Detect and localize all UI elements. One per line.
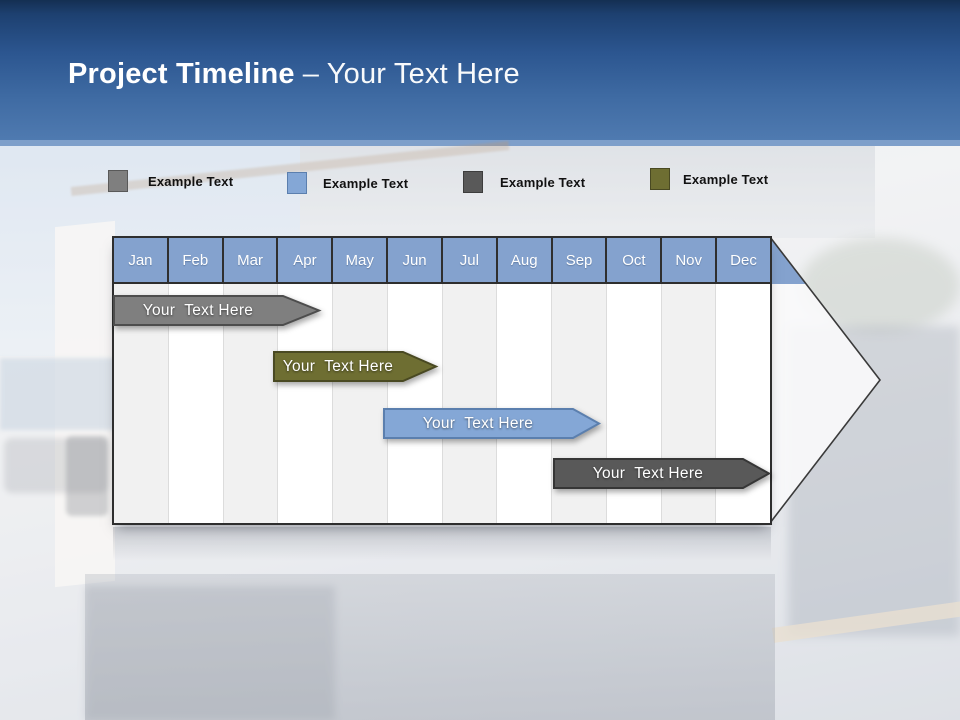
month-cell-jan: Jan	[128, 251, 153, 269]
stripe	[496, 284, 551, 523]
legend-swatch-blue	[287, 172, 307, 194]
gantt-bar-2[interactable]: Your Text Here	[273, 351, 439, 382]
month-cell-jul: Jul	[440, 238, 496, 282]
photo-sea-horizon	[0, 358, 116, 430]
title-band	[0, 0, 960, 140]
photo-terrace-table	[4, 438, 108, 493]
month-cell-feb: Feb	[166, 238, 222, 282]
legend-label[interactable]: Example Text	[323, 175, 409, 191]
legend-item-3: Example Text	[463, 171, 585, 193]
legend-item-2: Example Text	[287, 172, 408, 194]
month-cell-nov: Nov	[660, 238, 715, 282]
title-band-edge	[0, 140, 960, 146]
page-title[interactable]: Project Timeline– Your Text Here	[68, 58, 928, 91]
legend-item-4: Example Text	[650, 168, 768, 190]
gantt-bar-label[interactable]: Your Text Here	[592, 465, 704, 482]
gantt-bar-label[interactable]: Your Text Here	[422, 415, 534, 432]
month-cell-aug: Aug	[495, 238, 551, 282]
photo-pool-reflection	[85, 574, 775, 720]
month-cell-dec: Dec	[715, 238, 770, 282]
photo-pool-dark	[85, 586, 335, 720]
gantt-bar-label[interactable]: Your Text Here	[282, 358, 394, 375]
gantt-bar-label[interactable]: Your Text Here	[142, 302, 254, 319]
legend-label[interactable]: Example Text	[683, 171, 769, 187]
legend-label[interactable]: Example Text	[500, 174, 586, 190]
gantt-bar-1[interactable]: Your Text Here	[113, 295, 322, 326]
stripe	[332, 284, 387, 523]
month-cell-apr: Apr	[276, 238, 331, 282]
month-cell-sep: Sep	[550, 238, 606, 282]
month-header-row: Jan Feb Mar Apr May Jun Jul Aug Sep Oct …	[114, 238, 770, 284]
stripe	[386, 284, 442, 523]
gantt-bar-4[interactable]: Your Text Here	[553, 458, 772, 489]
title-placeholder-text[interactable]: – Your Text Here	[302, 58, 520, 90]
table-reflection	[113, 527, 771, 561]
month-cell-jun: Jun	[386, 238, 441, 282]
legend-label[interactable]: Example Text	[148, 173, 234, 189]
legend-swatch-olive	[650, 168, 670, 190]
legend-swatch-gray	[108, 170, 128, 192]
photo-glass-panel	[300, 146, 875, 238]
month-cell-may: May	[331, 238, 386, 282]
month-cell-mar: Mar	[221, 238, 277, 282]
photo-chair	[66, 436, 108, 516]
title-bold-text: Project Timeline	[68, 58, 295, 90]
legend-item-1: Example Text	[108, 170, 233, 192]
gantt-bar-3[interactable]: Your Text Here	[383, 408, 602, 439]
month-cell-oct: Oct	[605, 238, 660, 282]
legend-swatch-darkgray	[463, 171, 483, 193]
stripe	[441, 284, 497, 523]
